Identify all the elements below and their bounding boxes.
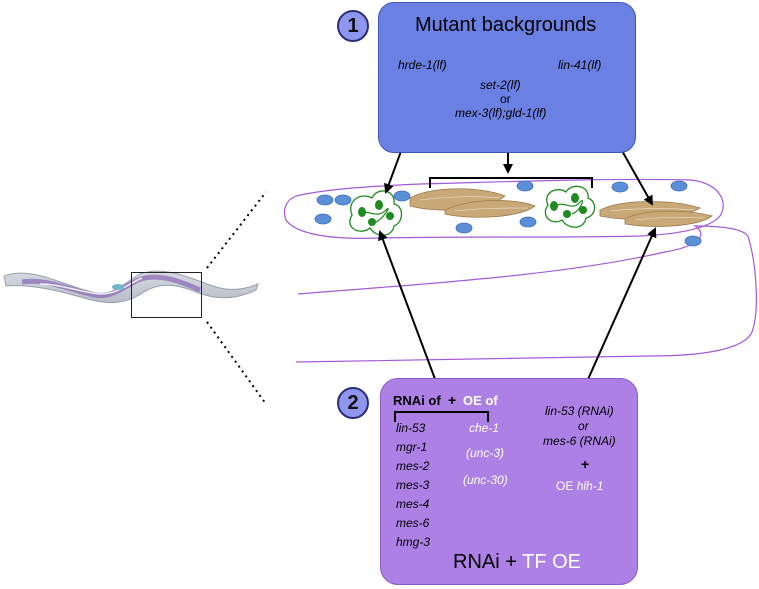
germ-cell-right [544,185,596,228]
worm-spot [112,284,124,290]
rnai-header: RNAi of [393,393,441,408]
nucleus [516,180,534,192]
oocytes [409,188,713,227]
zoom-line-bottom [206,321,267,405]
nucleus [455,222,473,234]
nuclei [314,180,702,247]
footer-rnai: RNAi [453,551,500,573]
right-rnai-lin-53: lin-53 (RNAi) [545,404,614,418]
step-2-badge: 2 [337,387,369,419]
right-oe-prefix: OE [556,479,574,493]
header-plus: + [448,392,457,408]
oe-target: (unc-3) [466,446,505,460]
right-oe-hlh-1: OE hlh-1 [556,479,603,493]
nucleus [684,235,702,247]
oe-target: (unc-30) [463,473,508,487]
nucleus [670,180,688,192]
rnai-target: lin-53 [396,421,426,435]
box-2-footer: RNAi + TF OE [453,551,581,574]
gonad-tube-outline [283,178,724,239]
oe-header: OE of [463,393,498,408]
worm-gonad-inner [39,277,143,295]
rnai-target: mes-3 [396,478,430,492]
middle-bracket [429,177,593,188]
gonad-zoom [283,178,757,363]
nucleus [611,181,629,193]
footer-plus: + [505,551,517,573]
mutant-hrde-1: hrde-1(lf) [398,58,447,72]
oocyte [624,210,713,227]
rnai-target: mes-2 [396,459,430,473]
oe-target: che-1 [469,421,500,435]
nucleus [316,194,334,206]
right-rnai-mes-6: mes-6 (RNAi) [543,434,616,448]
gonad-outer-outline [295,225,757,363]
mutant-mex-3-gld-1: mex-3(lf);gld-1(lf) [455,106,547,120]
nucleus [334,194,352,206]
germ-cell-left [349,190,403,236]
mutant-lin-41: lin-41(lf) [558,58,602,72]
rnai-target: hmg-3 [396,535,431,549]
rnai-target: mes-4 [396,497,430,511]
zoom-region-box [131,272,202,318]
right-or: or [578,419,589,433]
arrow-rnai-right [580,227,657,396]
zoom-line-top [206,191,267,269]
rnai-target: mes-6 [396,516,430,530]
step-1-badge: 1 [337,10,369,42]
step-1-title: Mutant backgrounds [415,14,597,36]
footer-tf-oe: TF OE [522,551,582,573]
mutant-backgrounds-box [378,2,636,153]
rnai-target: mgr-1 [396,440,428,454]
arrow-rnai-left [378,230,442,396]
header-bracket [394,411,489,422]
mutant-or: or [500,92,511,106]
nucleus [519,216,537,228]
worm-gonad [21,274,202,299]
nucleus [393,190,411,202]
rnai-tf-oe-box [380,378,638,585]
right-oe-gene: hlh-1 [576,479,604,493]
nucleus [314,213,332,225]
right-plus: + [581,456,590,472]
mutant-set-2: set-2(lf) [480,78,521,92]
